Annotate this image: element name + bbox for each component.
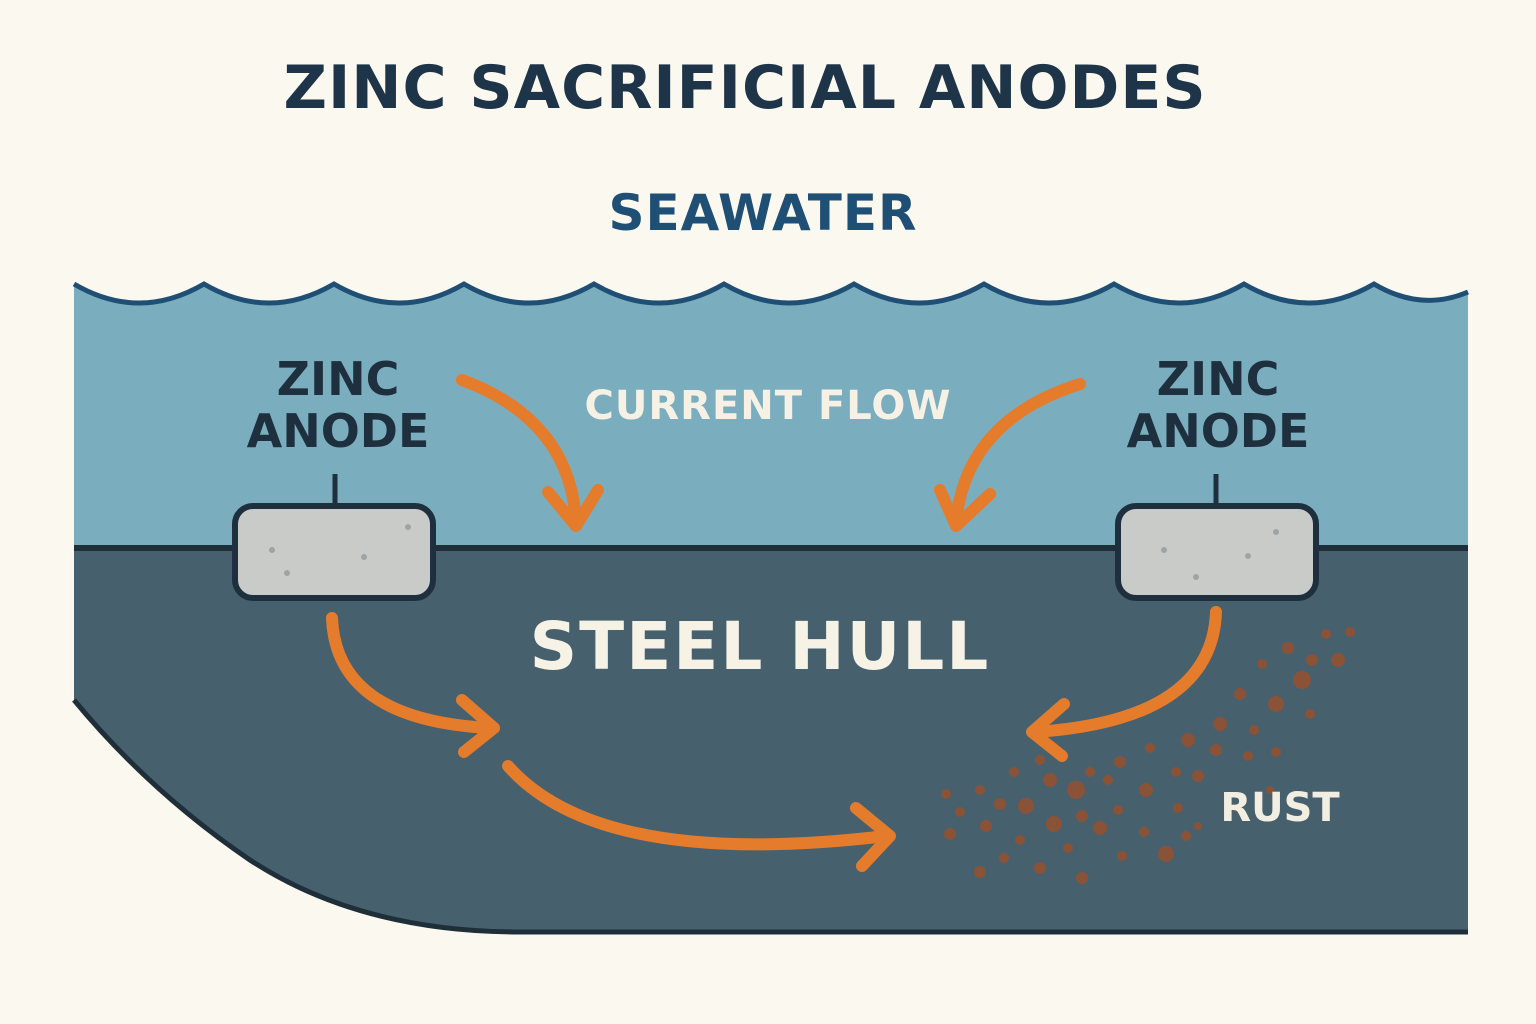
- arrow-toward-rust: [502, 760, 892, 851]
- arrow-left-downward: [456, 374, 582, 528]
- page-title: ZINC SACRIFICIAL ANODES: [283, 53, 1207, 123]
- anode-texture-right: [1161, 529, 1279, 580]
- arrowhead-right-downward: [934, 484, 996, 532]
- steel-hull-shape: [74, 548, 1468, 932]
- zinc-anode-left: [232, 503, 436, 601]
- current-flow-label: CURRENT FLOW: [584, 383, 952, 429]
- arrowhead-left-downward: [542, 484, 604, 532]
- arrowhead-right-anode-to-hull: [1026, 698, 1070, 762]
- wave-line: [72, 281, 1469, 306]
- zinc-anode-right-label-line2: ANODE: [1126, 403, 1310, 458]
- steel-hull-label: STEEL HULL: [529, 608, 991, 685]
- arrowhead-toward-rust: [850, 802, 896, 872]
- arrowhead-left-anode-to-hull: [456, 694, 500, 758]
- zinc-anode-left-label-line1: ZINC: [276, 352, 400, 406]
- arrow-right-downward: [950, 378, 1086, 528]
- current-flow-arrows: [326, 374, 1222, 872]
- zinc-anode-right-label-line1: ZINC: [1156, 352, 1280, 406]
- hull-bottom-edge: [72, 698, 1468, 935]
- rust-label: RUST: [1220, 785, 1340, 831]
- anode-texture-left: [269, 524, 411, 576]
- seawater-label: SEAWATER: [608, 184, 918, 242]
- zinc-anode-left-label-line2: ANODE: [246, 403, 430, 458]
- zinc-anode-right: [1115, 503, 1319, 601]
- zinc-anode-right-label: ZINC ANODE: [1118, 352, 1318, 458]
- zinc-anode-left-label: ZINC ANODE: [238, 352, 438, 458]
- seawater-area: [74, 284, 1468, 548]
- arrow-left-anode-to-hull: [326, 612, 496, 734]
- arrow-right-anode-to-hull: [1030, 606, 1222, 738]
- rust-spots: [941, 627, 1355, 884]
